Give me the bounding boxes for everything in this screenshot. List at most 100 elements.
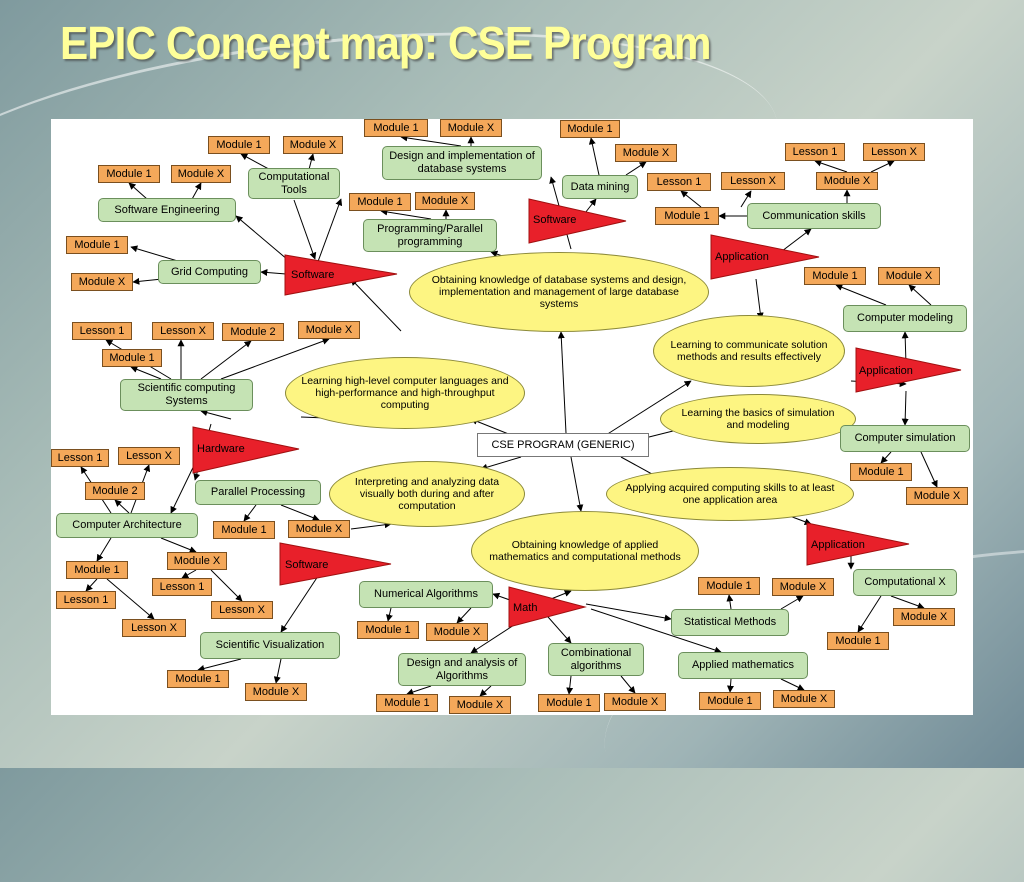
category-triangle-software-left [284,254,398,296]
category-label: Application [715,251,769,263]
module-box: Module X [167,552,227,570]
connector-arrow [588,137,600,176]
goal-oval-applying: Applying acquired computing skills to at… [606,467,854,521]
slide-title: EPIC Concept map: CSE Program [60,17,711,69]
goal-oval-simulation: Learning the basics of simulation and mo… [660,394,856,444]
module-box: Module X [283,136,343,154]
category-triangle-software-bottom [279,542,392,586]
connector-arrow [386,607,393,622]
connector-arrow [406,685,432,696]
connector-arrow [726,594,734,610]
connector-arrow [200,409,232,420]
connector-arrow [160,537,197,553]
module-box: Module 1 [376,694,438,712]
module-box: Module X [772,578,834,596]
module-box: Module 1 [98,165,160,183]
connector-arrow [273,658,282,684]
module-box: Module 1 [349,193,411,211]
module-box: Module 1 [167,670,229,688]
module-box: Module 1 [698,577,760,595]
connector-arrow [605,380,692,436]
lesson-box: Lesson 1 [56,591,116,609]
module-box: Module 1 [699,692,761,710]
connector-arrow [181,569,197,579]
topic-combinational-algorithms: Combinational algorithms [548,643,644,676]
topic-statistical-methods: Statistical Methods [671,609,789,636]
connector-arrow [780,678,805,691]
connector-arrow [557,331,567,434]
connector-arrow [585,603,672,622]
goal-oval-database: Obtaining knowledge of database systems … [409,252,709,332]
connector-arrow [280,504,320,521]
module-box: Module 1 [364,119,428,137]
goal-oval-applied-math: Obtaining knowledge of applied mathemati… [471,511,699,591]
connector-arrow [210,569,243,602]
connector-arrow [566,675,574,695]
module-box: Module 1 [66,561,128,579]
topic-computational-x: Computational X [853,569,957,596]
category-triangle-application-bottom [806,522,910,566]
module-box: Module 1 [102,349,162,367]
module-box: Module 1 [208,136,270,154]
connector-arrow [85,578,98,592]
connector-arrow [197,658,242,672]
topic-communication-skills: Communication skills [747,203,881,229]
connector-arrow [880,451,892,464]
connector-arrow [130,366,162,380]
topic-design-implementation-db: Design and implementation of database sy… [382,146,542,180]
connector-arrow [901,390,909,426]
connector-arrow [726,678,734,693]
topic-computer-simulation: Computer simulation [840,425,970,452]
module-box: Module X [816,172,878,190]
module-box: Module 1 [655,207,719,225]
connector-arrow [780,595,804,610]
lesson-box: Lesson 1 [51,449,109,467]
module-box: Module X [604,693,666,711]
lesson-box: Lesson X [211,601,273,619]
connector-arrow [625,161,647,176]
lesson-box: Lesson 1 [152,578,212,596]
lesson-box: Lesson X [122,619,186,637]
topic-programming-parallel: Programming/Parallel programming [363,219,497,252]
topic-applied-mathematics: Applied mathematics [678,652,808,679]
topic-software-engineering: Software Engineering [98,198,236,222]
category-triangle-hardware [192,426,300,474]
connector-arrow [243,504,257,522]
topic-data-mining: Data mining [562,175,638,199]
lesson-box: Lesson X [118,447,180,465]
connector-arrow [350,521,392,530]
connector-arrow [550,590,572,600]
concept-map: CSE PROGRAM (GENERIC) Obtaining knowledg… [51,119,973,715]
category-label: Application [811,539,865,551]
category-label: Hardware [197,443,245,455]
module-box: Module 1 [850,463,912,481]
connector-arrow [570,456,584,512]
connector-arrow [456,607,472,624]
lesson-box: Lesson 1 [72,322,132,340]
lesson-box: Lesson X [863,143,925,161]
module-box: Module X [893,608,955,626]
connector-arrow [908,284,932,306]
topic-design-analysis-algorithms: Design and analysis of Algorithms [398,653,526,686]
module-box: Module X [288,520,350,538]
goal-oval-languages: Learning high-level computer languages a… [285,357,525,429]
lesson-box: Lesson 1 [785,143,845,161]
module-box: Module X [449,696,511,714]
topic-numerical-algorithms: Numerical Algorithms [359,581,493,608]
connector-arrow [755,278,764,320]
goal-oval-communicate: Learning to communicate solution methods… [653,315,845,387]
module-box: Module 1 [66,236,128,254]
category-label: Application [859,365,913,377]
category-triangle-application-top [710,234,820,280]
connector-arrow [740,190,752,208]
category-label: Software [533,214,577,226]
module-box: Module 1 [357,621,419,639]
topic-grid-computing: Grid Computing [158,260,261,284]
module-box: Module 1 [560,120,620,138]
center-node: CSE PROGRAM (GENERIC) [477,433,649,457]
lesson-box: Lesson 1 [647,173,711,191]
category-triangle-math [508,586,587,628]
connector-arrow [835,284,887,306]
connector-arrow [315,198,343,268]
connector-arrow [480,456,522,471]
